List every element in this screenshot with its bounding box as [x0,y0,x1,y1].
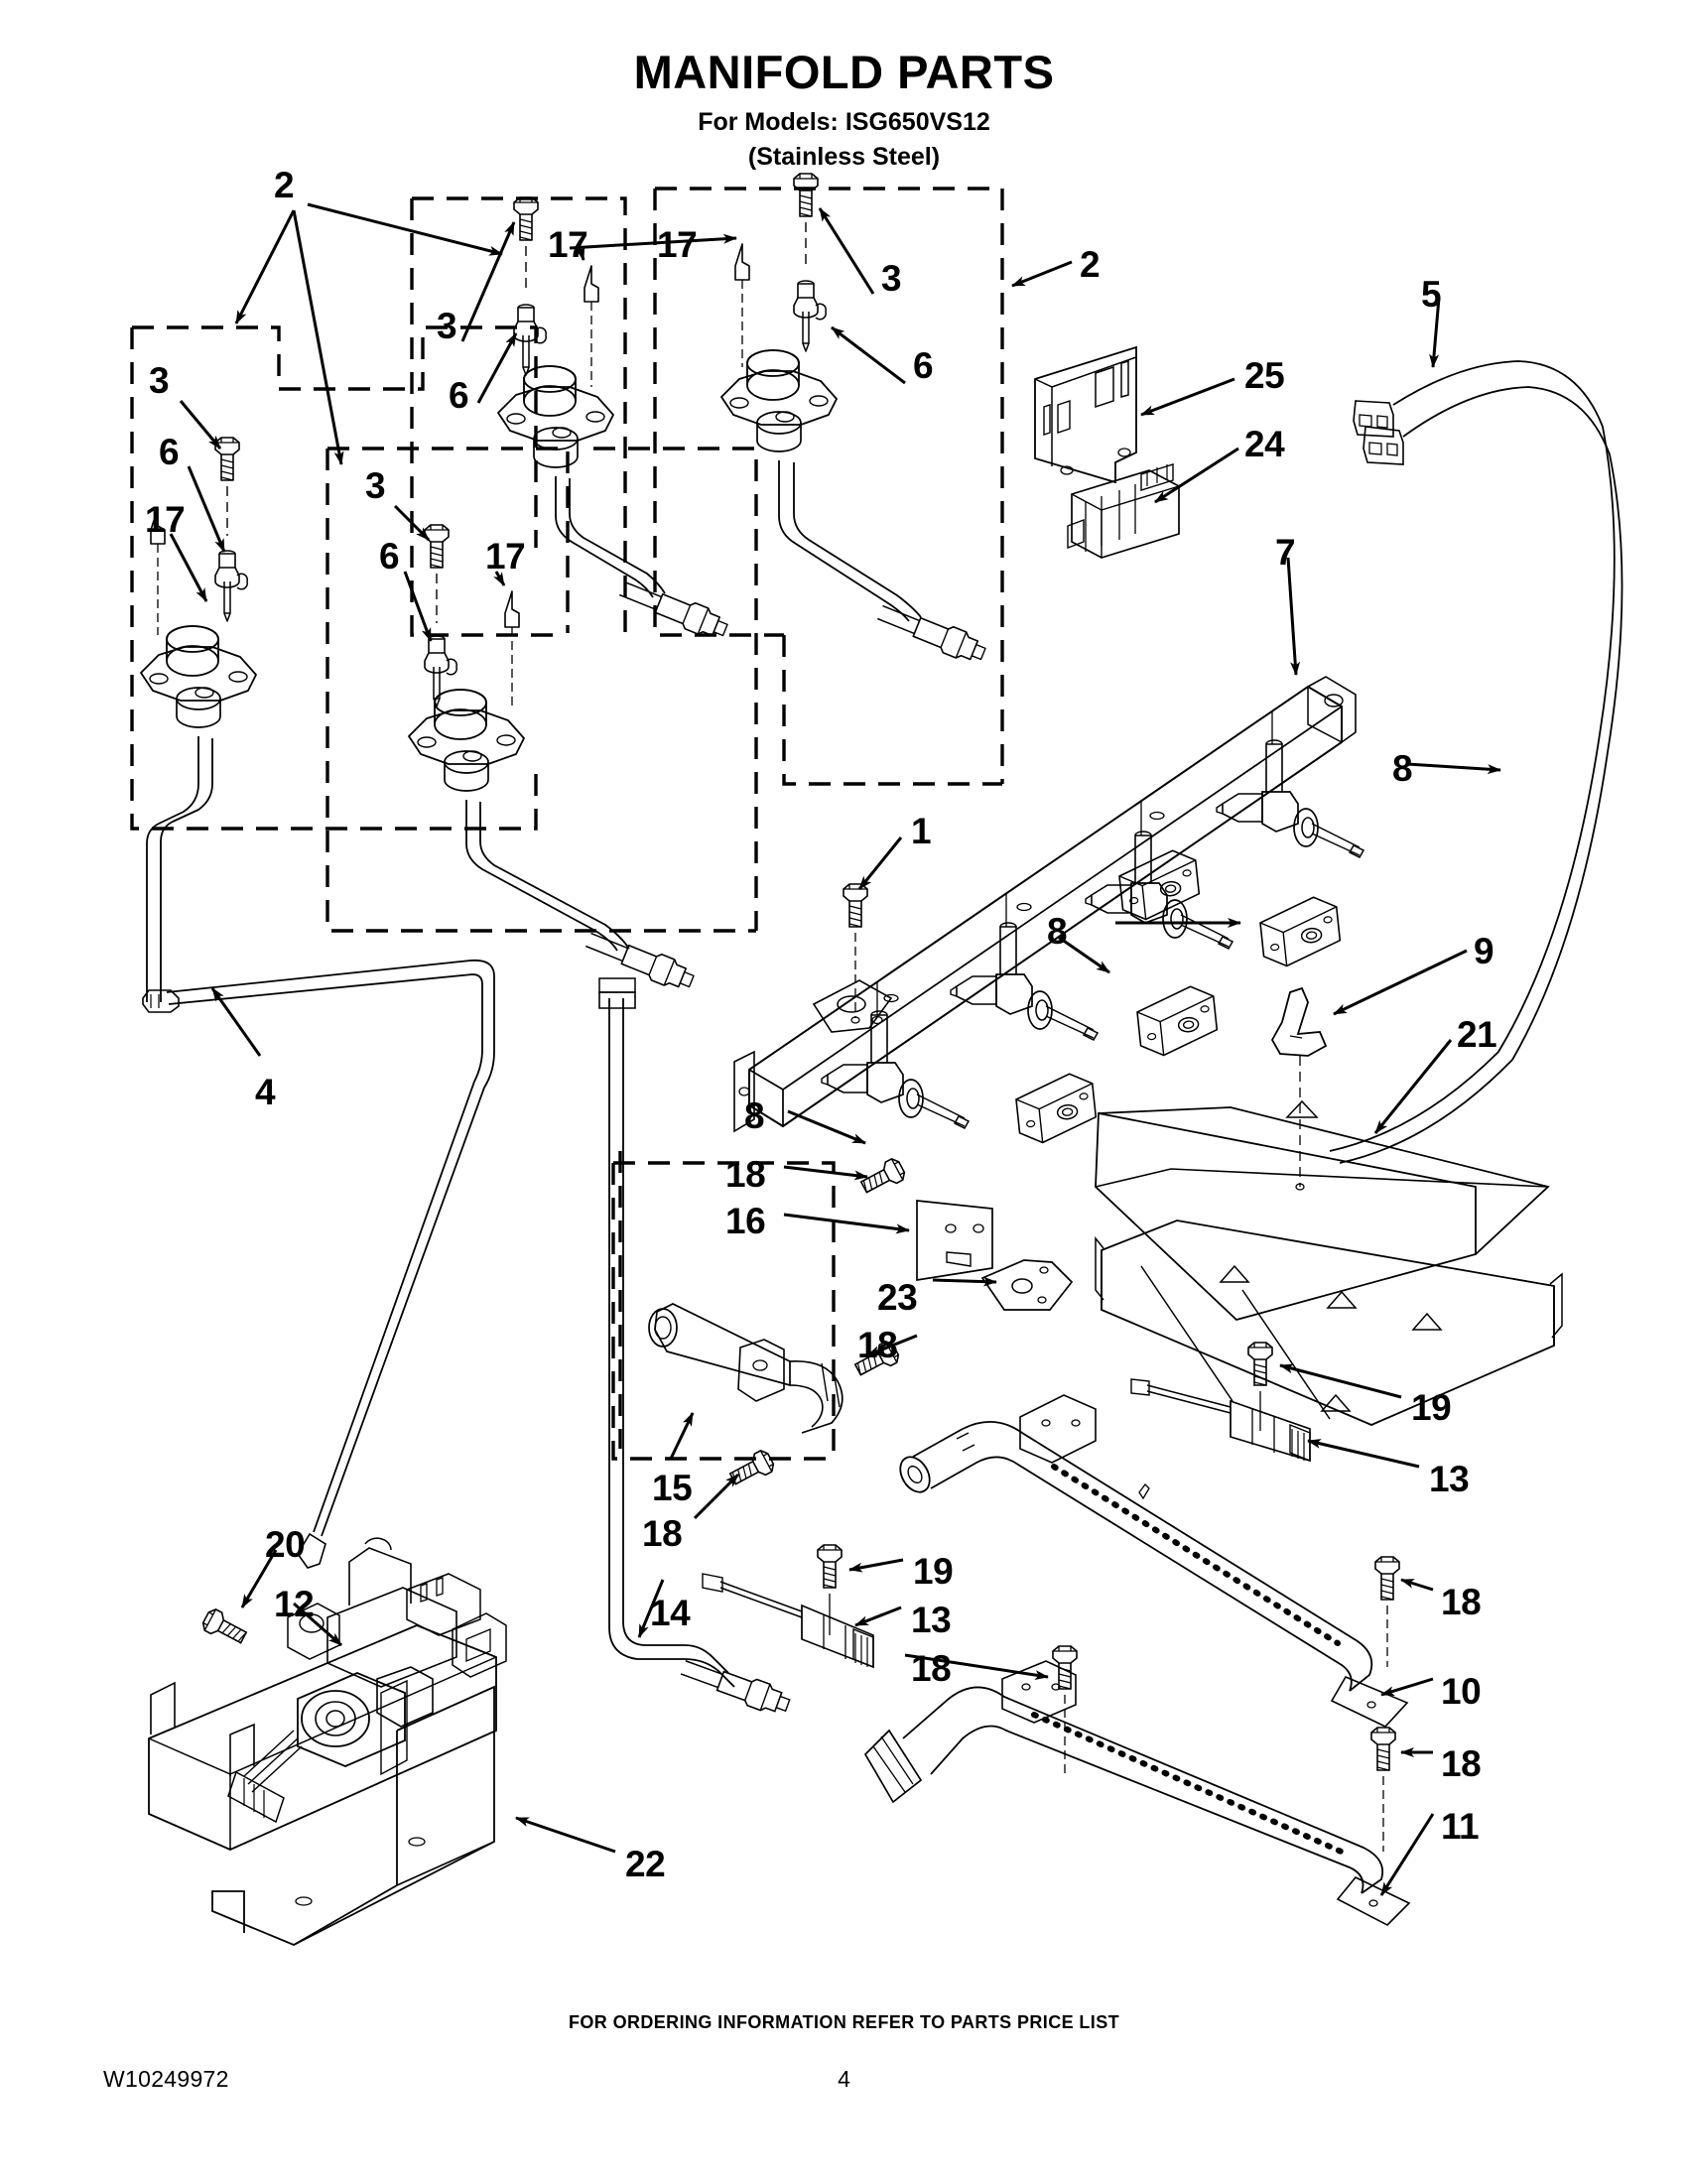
valve-bracket-4 [1116,847,1203,923]
callout-3: 3 [149,360,170,401]
manifold-bar-part-7 [733,676,1357,1133]
callout-17: 17 [145,499,186,540]
callout-6: 6 [913,345,934,386]
callout-15: 15 [652,1468,693,1508]
callout-6: 6 [379,536,400,577]
callout-6: 6 [159,432,180,472]
callout-3: 3 [437,306,457,346]
callout-20: 20 [265,1524,306,1565]
page-title: MANIFOLD PARTS [633,46,1055,98]
plate-part-23 [980,1259,1074,1311]
callout-9: 9 [1474,931,1494,971]
group-box-left [130,325,538,831]
page-number: 4 [838,2066,850,2092]
callout-8: 8 [1047,911,1068,952]
callout-8: 8 [744,1095,765,1136]
heat-shield-part-21 [1095,1099,1563,1426]
valve-bracket-3 [1257,894,1344,969]
callout-2: 2 [274,165,295,205]
screw-part-18-upper-right [1374,1556,1400,1667]
callout-17: 17 [657,224,698,265]
screw-16 [857,1155,908,1199]
clip-part-9 [1270,986,1328,1191]
callout-17: 17 [548,224,588,265]
callout-7: 7 [1275,532,1296,573]
variant-label: (Stainless Steel) [747,142,941,171]
supply-tube-part-14 [598,977,794,1720]
ordering-note: FOR ORDERING INFORMATION REFER TO PARTS … [568,2012,1119,2032]
callout-13: 13 [911,1600,952,1640]
screw-part-18-bracket [1052,1645,1078,1778]
callout-1: 1 [911,811,932,851]
bracket-part-16 [916,1200,993,1281]
callout-21: 21 [1457,1014,1497,1055]
gas-valve-3 [1085,801,1234,950]
callout-18: 18 [911,1648,952,1689]
callout-2: 2 [1080,244,1101,285]
oven-valve-assembly-part-12 [148,1537,507,1851]
spark-module-part-24 [1067,463,1180,559]
igniter-assembly-mid [408,524,698,995]
callout-22: 22 [625,1844,666,1884]
callout-3: 3 [365,465,386,506]
callout-18: 18 [1441,1743,1482,1784]
gas-valve-2 [950,892,1099,1041]
callout-6: 6 [449,375,469,416]
inlet-pipe-part-15 [648,1303,844,1434]
gas-valve-4 [1216,709,1364,858]
screw-part-1 [843,883,868,1024]
callout-16: 16 [725,1201,766,1241]
diagram-header: MANIFOLD PARTS For Models: ISG650VS12 (S… [0,48,1688,173]
callout-14: 14 [650,1593,691,1633]
group-box-manifold-tube [611,1161,836,1461]
callout-5: 5 [1421,274,1442,315]
callout-24: 24 [1244,424,1285,464]
document-number: W10249972 [103,2066,229,2092]
callout-8: 8 [1392,748,1413,789]
models-label: For Models: ISG650VS12 [698,108,990,137]
callout-4: 4 [255,1072,276,1112]
bracket-part-25 [1034,345,1137,484]
screw-part-18-lower-right [1370,1727,1396,1852]
igniter-part-13-lower [702,1544,874,1669]
callout-23: 23 [877,1277,918,1318]
panel-part-22 [211,1685,495,1946]
callout-11: 11 [1441,1806,1480,1847]
callout-13: 13 [1429,1459,1470,1499]
callout-12: 12 [274,1584,315,1624]
callout-3: 3 [881,258,902,299]
callout-17: 17 [485,536,526,577]
burner-tube-upper-part-10 [899,1394,1409,1728]
igniter-assembly-upper-right [720,173,989,668]
valve-bracket-1 [1013,1071,1100,1146]
gas-valve-1 [821,980,970,1129]
burner-tube-lower-part-11 [863,1660,1411,1926]
callout-18: 18 [857,1325,898,1365]
group-box-mid [325,447,758,933]
callout-18: 18 [642,1513,683,1554]
igniter-part-13-upper [1130,1342,1311,1463]
callout-10: 10 [1441,1671,1482,1712]
callout-18: 18 [725,1154,766,1195]
callout-18: 18 [1441,1582,1482,1622]
screw-15 [726,1447,777,1490]
capillary-part-4 [142,959,495,1569]
callout-19: 19 [913,1551,954,1592]
group-box-upper-right [653,187,1004,786]
screw-part-20 [199,1606,250,1649]
callout-19: 19 [1411,1387,1452,1428]
leader-lines [169,202,1501,1896]
valve-bracket-2 [1134,983,1221,1059]
callout-25: 25 [1244,355,1285,396]
